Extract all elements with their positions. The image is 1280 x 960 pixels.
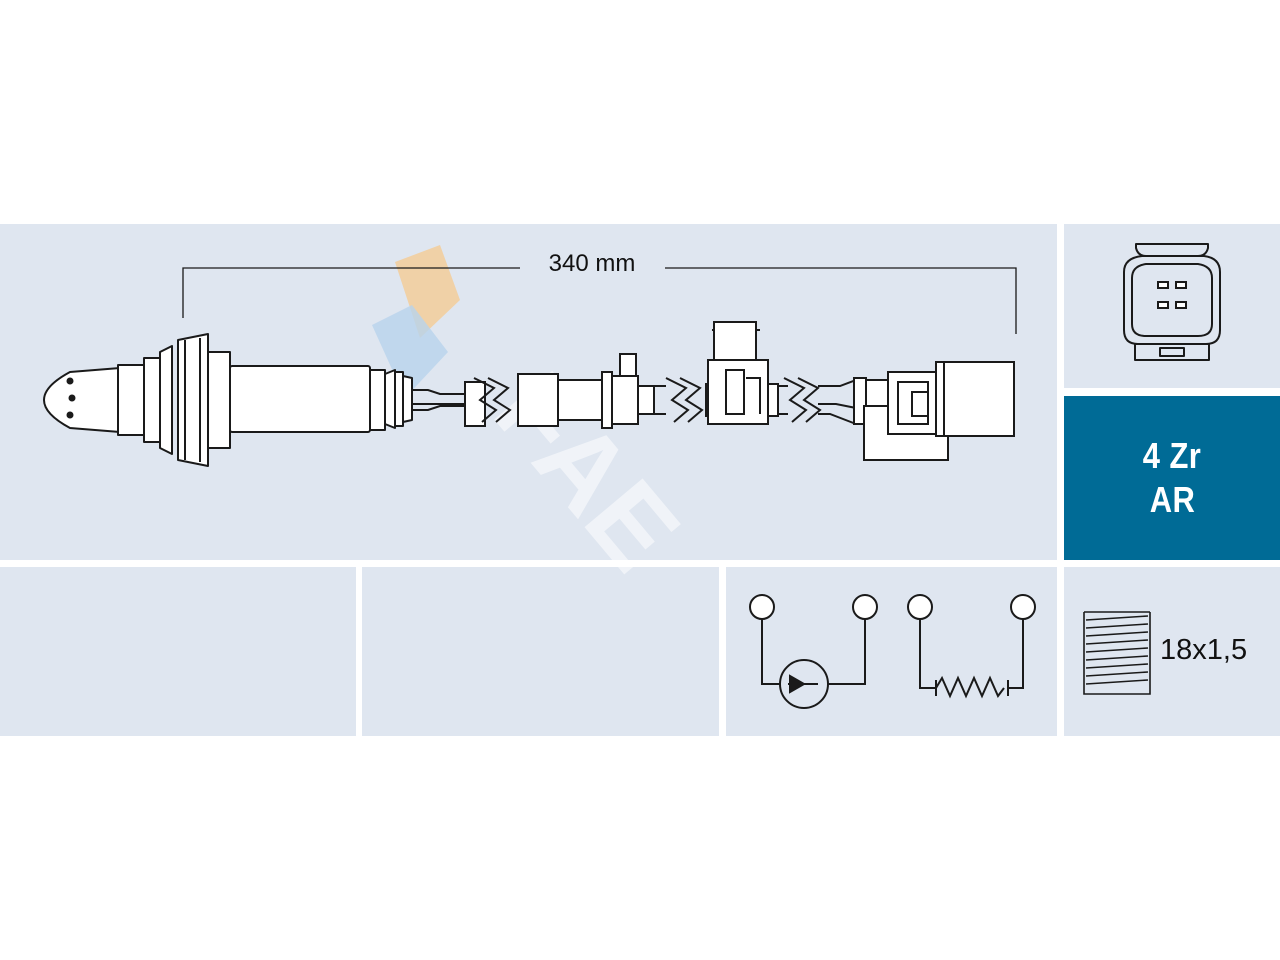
thread-size-label: 18x1,5 [1160,634,1248,666]
circuit-panel [726,567,1057,736]
sensor-type-line2: AR [1149,479,1195,520]
empty-cell-left [0,567,356,736]
sensor-type-line1: 4 Zr [1142,435,1202,476]
cable-length-label: 340 mm [530,250,654,278]
heater-resistor-symbol-icon [919,619,1024,699]
sensor-type-panel: 4 Zr AR [1064,396,1280,560]
empty-cell-middle [362,567,719,736]
sensor-element-symbol-icon [761,619,866,709]
